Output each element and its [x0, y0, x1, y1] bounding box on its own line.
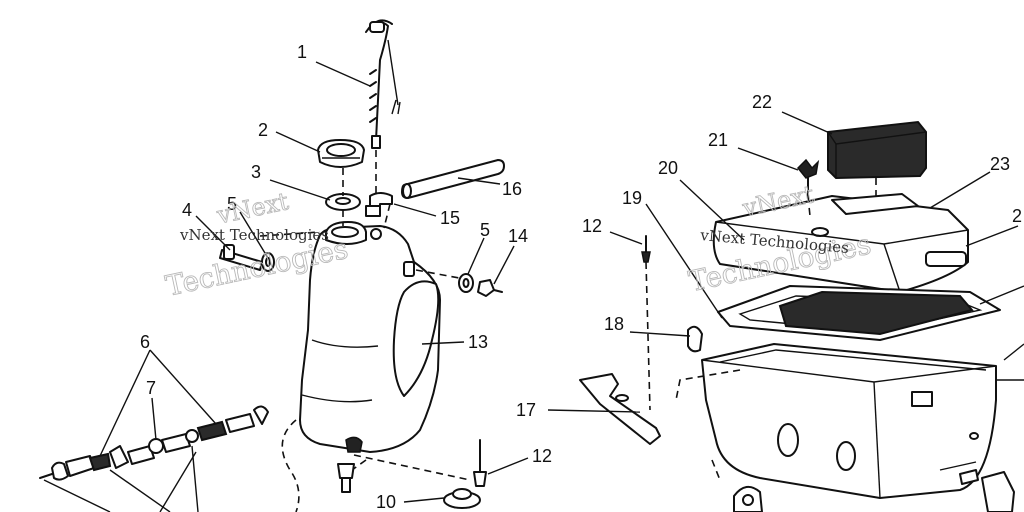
screw-part-12-upper — [641, 235, 651, 411]
fuel-tank-part-13 — [299, 221, 441, 453]
grommet-part-10 — [443, 488, 481, 509]
callout-12-lower: 12 — [532, 446, 552, 466]
washer-part-5-right — [458, 273, 474, 293]
callout-22: 22 — [752, 92, 772, 112]
foam-filter-part-22 — [827, 120, 927, 180]
bracket-part-17 — [579, 373, 661, 445]
callout-20: 20 — [658, 158, 678, 178]
callout-10: 10 — [376, 492, 396, 512]
callout-7: 7 — [146, 378, 156, 398]
callout-13: 13 — [468, 332, 488, 352]
callout-12-upper: 12 — [582, 216, 602, 236]
callout-19: 19 — [622, 188, 642, 208]
callout-23: 23 — [990, 154, 1010, 174]
watermark-left-small: vNext Technologies — [179, 226, 329, 244]
callout-4: 4 — [182, 200, 192, 220]
assembly-leader-lines-right — [675, 178, 877, 481]
callout-6: 6 — [140, 332, 150, 352]
callout-21: 21 — [708, 130, 728, 150]
callout-2-right-edge: 2 — [1012, 206, 1022, 226]
wing-nut-part-21 — [796, 158, 820, 197]
fitting-below-tank — [337, 463, 355, 493]
callout-14: 14 — [508, 226, 528, 246]
filler-cap-part-2 — [317, 139, 365, 168]
hose-part-16 — [401, 159, 505, 199]
callout-leaders — [43, 61, 1024, 512]
pin-part-12-lower — [473, 439, 487, 487]
vent-hose-part-1 — [365, 19, 401, 149]
bolt-part-4 — [219, 244, 263, 271]
callout-15: 15 — [440, 208, 460, 228]
clip-part-18 — [687, 325, 703, 353]
air-box-cover-part-20 — [712, 193, 969, 293]
filter-element — [778, 290, 974, 336]
washer-part-5-left — [261, 252, 275, 272]
callout-18: 18 — [604, 314, 624, 334]
callout-2: 2 — [258, 120, 268, 140]
callout-16: 16 — [502, 179, 522, 199]
callout-5-right: 5 — [480, 220, 490, 240]
elbow-fitting-part-15 — [365, 192, 393, 217]
callout-numbers: 1 2 3 4 5 5 6 7 10 12 12 13 14 15 16 17 … — [140, 42, 1022, 512]
assembly-leader-lines-left — [259, 150, 471, 512]
cap-gasket-part-3 — [325, 193, 361, 211]
callout-3: 3 — [251, 162, 261, 182]
callout-1: 1 — [297, 42, 307, 62]
callout-5-left: 5 — [227, 194, 237, 214]
air-box-base — [701, 343, 1024, 512]
callout-17: 17 — [516, 400, 536, 420]
nut-part-14 — [477, 279, 503, 297]
fuel-line-assembly-part-6-7 — [39, 405, 269, 481]
